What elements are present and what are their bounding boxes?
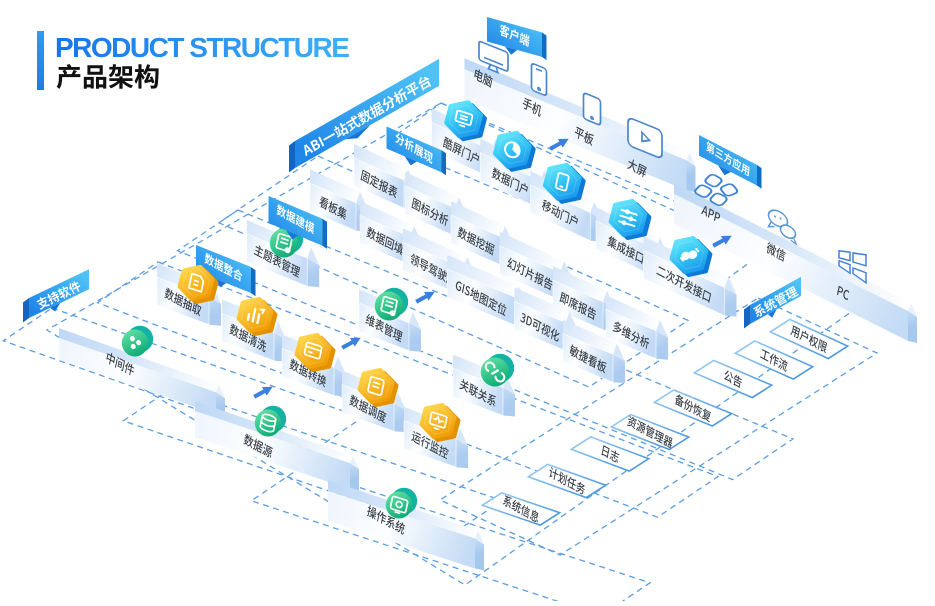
svg-text:PRODUCT STRUCTURE: PRODUCT STRUCTURE [55, 32, 349, 63]
